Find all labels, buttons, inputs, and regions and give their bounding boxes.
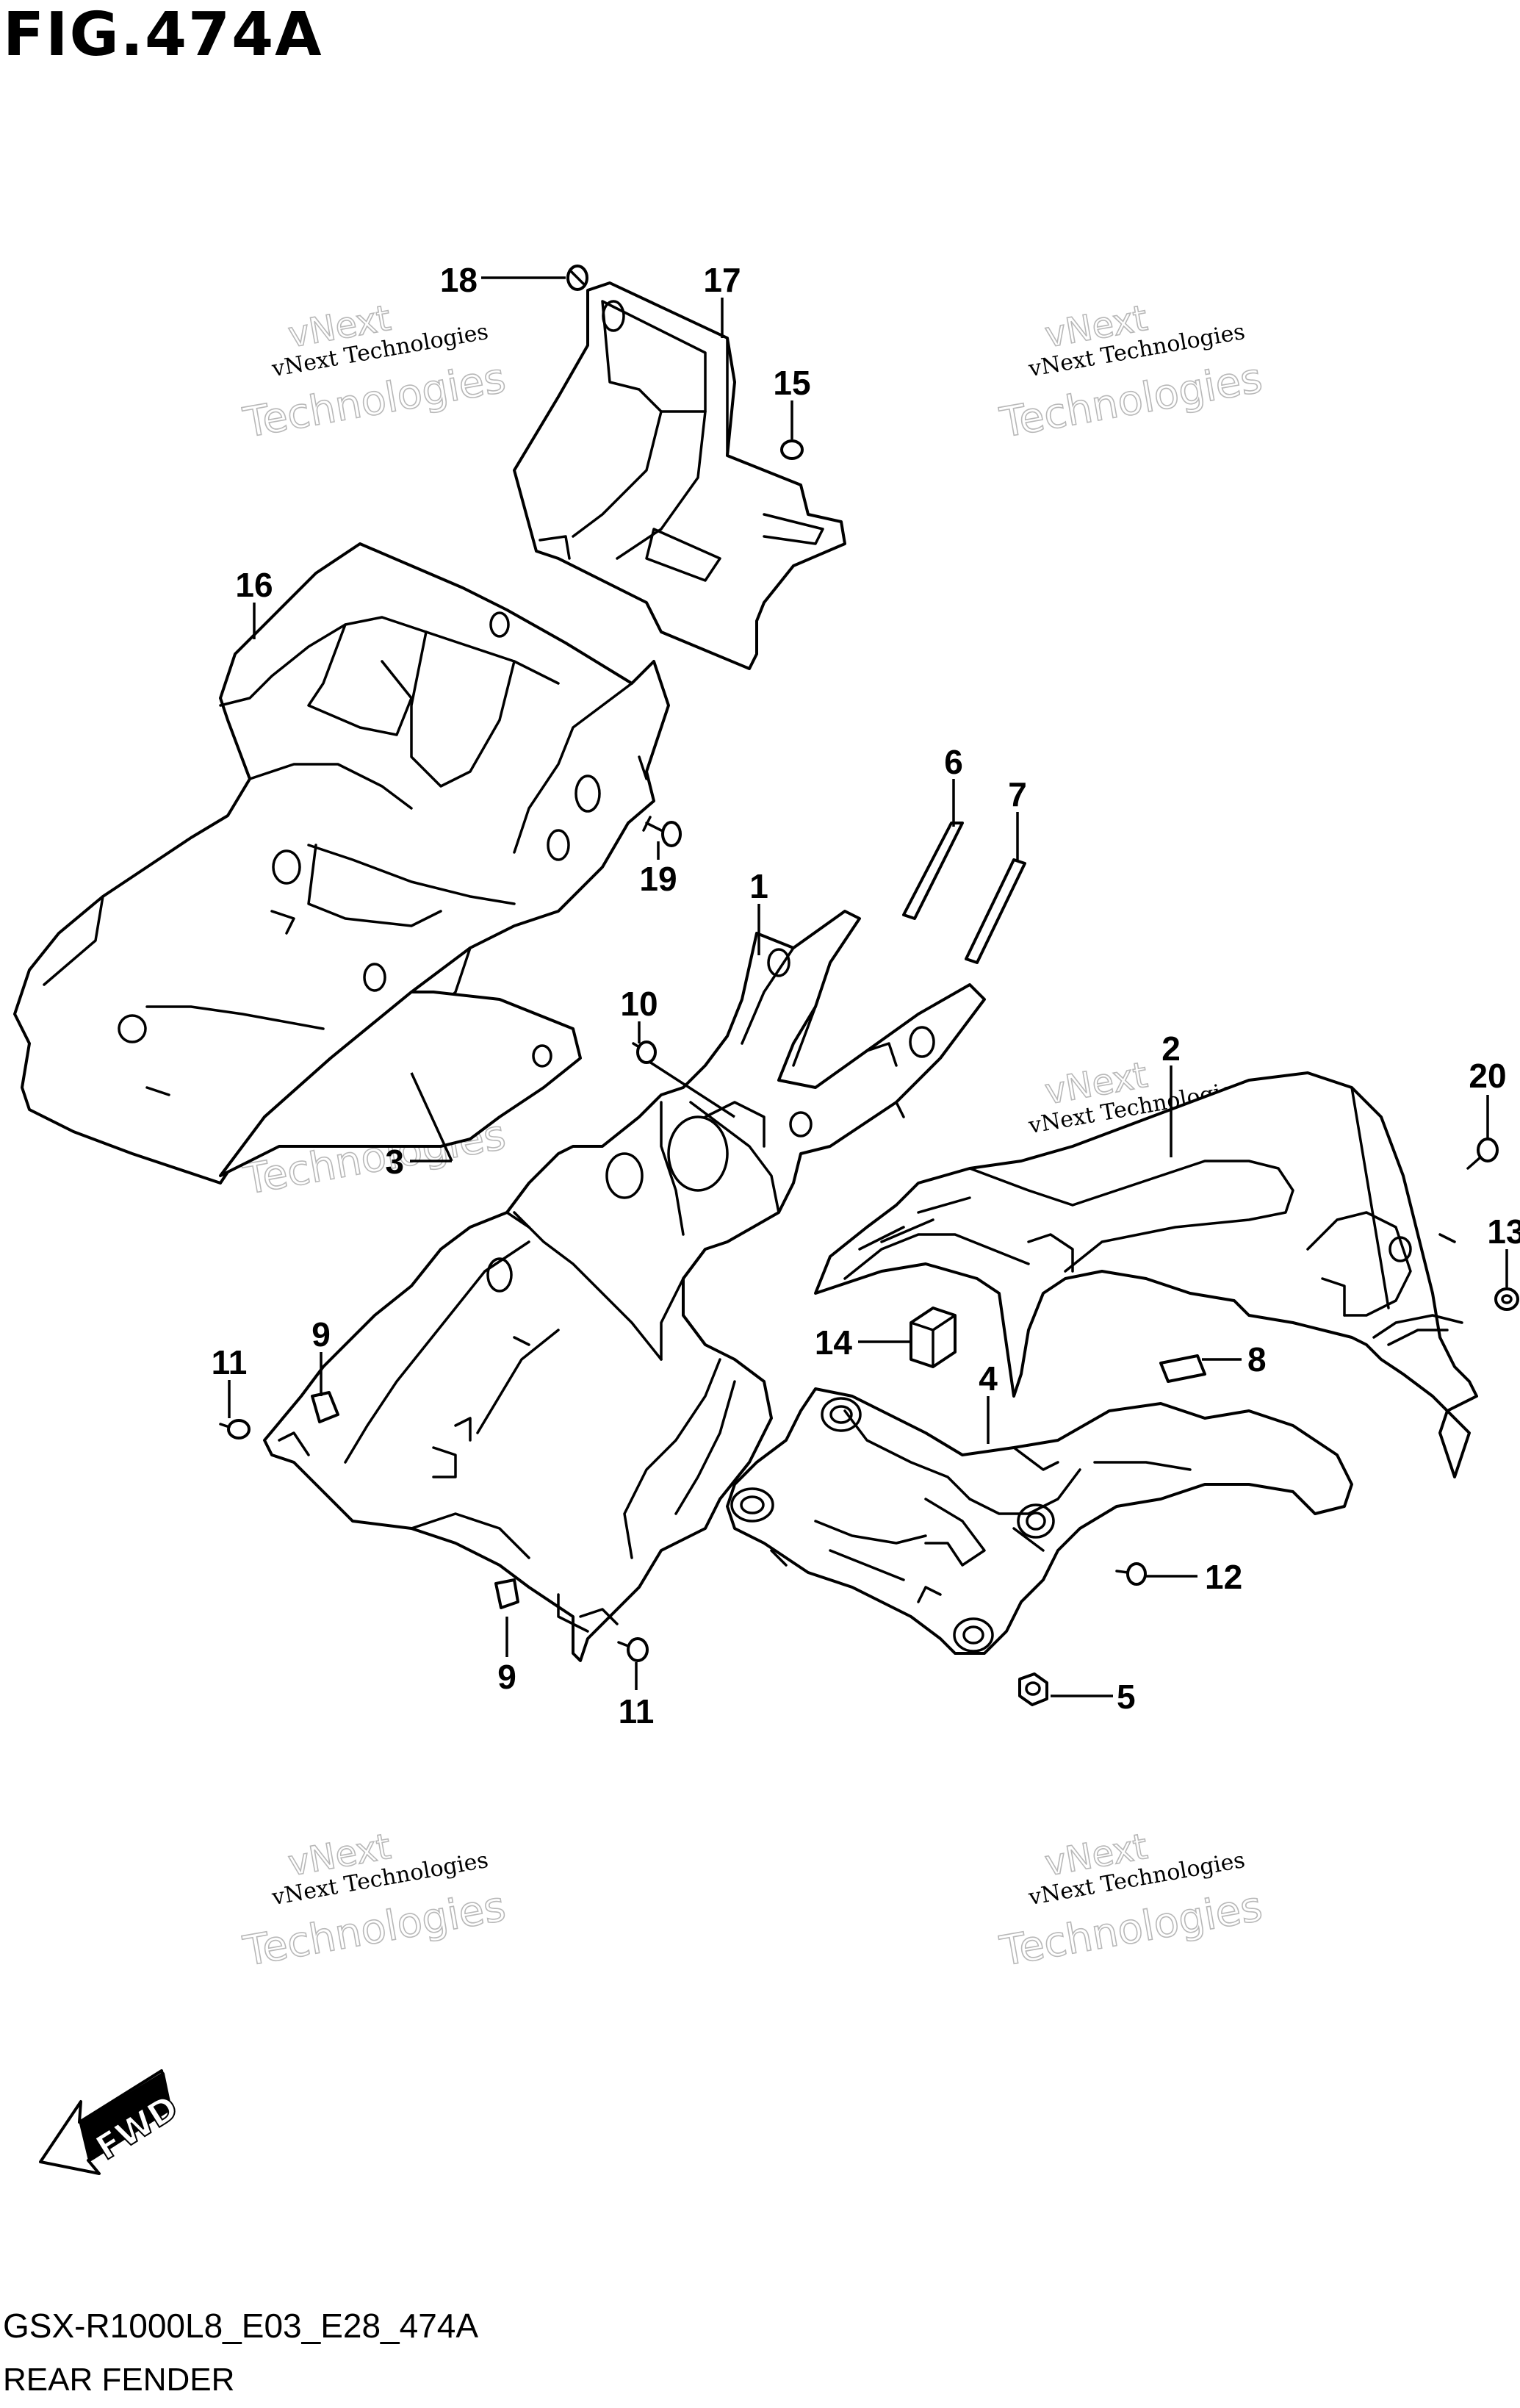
part-8-pad bbox=[1159, 1354, 1206, 1383]
part-6-strip bbox=[902, 822, 964, 920]
callout-10: 10 bbox=[620, 985, 658, 1023]
part-1-main-fender bbox=[263, 910, 986, 1662]
callout-12: 12 bbox=[1205, 1558, 1242, 1596]
part-9-clip-lower bbox=[494, 1578, 519, 1609]
callout-15: 15 bbox=[773, 364, 810, 402]
part-19-bolt bbox=[642, 816, 682, 847]
callout-9-lower: 9 bbox=[497, 1658, 516, 1696]
callout-9-upper: 9 bbox=[311, 1315, 331, 1354]
callout-7: 7 bbox=[1008, 775, 1027, 813]
part-17-bracket bbox=[513, 281, 846, 670]
callout-20: 20 bbox=[1469, 1057, 1506, 1095]
part-15-grommet bbox=[780, 439, 804, 460]
part-4-lower-bracket bbox=[726, 1387, 1353, 1655]
callout-3: 3 bbox=[385, 1143, 404, 1181]
watermark-bottom-right: Technologies vNext Technologies vNext bbox=[996, 1825, 1267, 1976]
part-10-screw bbox=[632, 1041, 657, 1064]
callout-14: 14 bbox=[815, 1323, 853, 1362]
callout-5: 5 bbox=[1117, 1678, 1136, 1716]
part-18-screw bbox=[566, 265, 588, 291]
figure-name: REAR FENDER bbox=[3, 2362, 235, 2398]
callout-8: 8 bbox=[1247, 1340, 1267, 1379]
callout-18: 18 bbox=[440, 261, 478, 299]
part-9-clip-upper bbox=[311, 1391, 339, 1423]
callout-4: 4 bbox=[979, 1359, 998, 1398]
leader-lines bbox=[228, 276, 1508, 1697]
part-5-nut bbox=[1018, 1672, 1048, 1706]
fwd-arrow: FWD bbox=[39, 2069, 186, 2175]
part-7-strip bbox=[965, 858, 1026, 964]
callout-11-bottom: 11 bbox=[619, 1692, 655, 1730]
model-code: GSX-R1000L8_E03_E28_474A bbox=[3, 2307, 479, 2345]
callout-19: 19 bbox=[639, 860, 677, 898]
callout-11-left: 11 bbox=[212, 1343, 248, 1381]
callout-1: 1 bbox=[749, 867, 768, 905]
part-20-screw bbox=[1466, 1137, 1499, 1170]
figure-title: FIG.474A bbox=[3, 0, 323, 70]
callout-16: 16 bbox=[235, 566, 273, 604]
callout-2: 2 bbox=[1161, 1029, 1181, 1068]
part-11-screw-bottom bbox=[617, 1637, 649, 1662]
part-12-screw bbox=[1115, 1562, 1147, 1586]
callout-6: 6 bbox=[944, 743, 963, 781]
watermark-top-right: Technologies vNext Technologies vNext bbox=[996, 297, 1267, 448]
callout-17: 17 bbox=[703, 261, 741, 299]
watermark-top-left: Technologies vNext Technologies vNext bbox=[239, 297, 510, 448]
part-2-tail-cover bbox=[814, 1071, 1478, 1478]
watermark-bottom-left: Technologies vNext Technologies vNext bbox=[239, 1825, 510, 1976]
part-11-screw-left bbox=[219, 1419, 251, 1440]
part-13-nut bbox=[1494, 1287, 1519, 1311]
part-14-cushion bbox=[910, 1307, 957, 1368]
callout-labels: 18 17 15 16 6 7 1 19 10 2 20 13 3 14 8 4… bbox=[212, 261, 1520, 1730]
callout-13: 13 bbox=[1487, 1212, 1520, 1251]
part-3-panel bbox=[219, 991, 582, 1177]
